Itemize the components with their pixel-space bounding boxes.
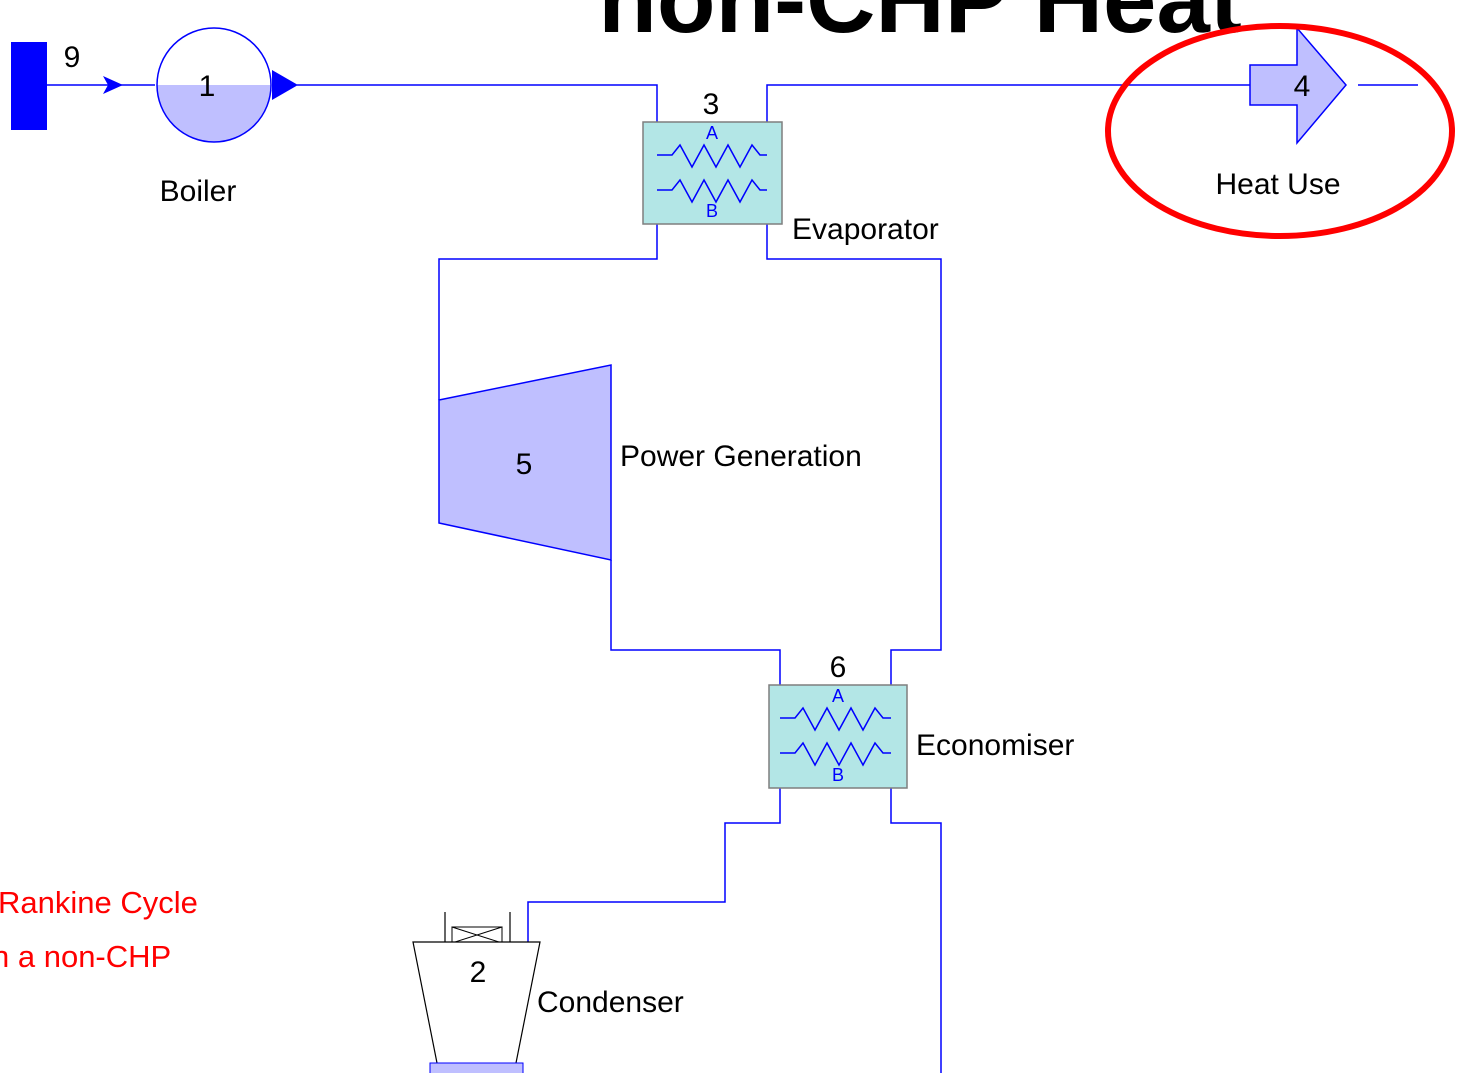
slide-title: non-CHP Heat bbox=[598, 0, 1242, 53]
pipe-economiser-condenser bbox=[527, 753, 781, 942]
boiler-label: Boiler bbox=[160, 175, 237, 208]
source-number: 9 bbox=[64, 41, 81, 74]
heat-use: 4 bbox=[1249, 25, 1347, 146]
boiler-drum bbox=[156, 27, 272, 143]
economiser-number: 6 bbox=[830, 651, 847, 684]
pipe-economiser-outlet bbox=[890, 753, 942, 1073]
valve-left-icon bbox=[451, 926, 479, 944]
economiser-coil-a-icon bbox=[780, 706, 891, 732]
power-generation: 5 bbox=[438, 364, 612, 561]
power-generation-number: 5 bbox=[516, 448, 533, 481]
evaporator-label: Evaporator bbox=[792, 213, 939, 246]
condenser-sump bbox=[429, 1062, 524, 1073]
evaporator-number: 3 bbox=[703, 88, 720, 121]
evaporator-body bbox=[642, 121, 783, 225]
evaporator-side-b: B bbox=[706, 201, 718, 221]
evaporator: A B bbox=[642, 121, 783, 225]
economiser-coil-b-icon bbox=[780, 741, 891, 767]
boiler-number: 1 bbox=[199, 70, 216, 103]
economiser-body bbox=[768, 684, 908, 789]
valve-right-icon bbox=[475, 926, 503, 944]
heat-use-highlight-ellipse bbox=[1105, 23, 1455, 239]
pipe-turbine-economiser bbox=[610, 560, 781, 718]
boiler: 1 bbox=[156, 27, 298, 143]
pipe-evaporator-economiser bbox=[766, 190, 942, 718]
economiser-side-b: B bbox=[832, 765, 844, 785]
turbine-icon bbox=[438, 364, 612, 561]
pipe-network bbox=[47, 84, 1418, 1073]
evaporator-side-a: A bbox=[706, 123, 718, 143]
pipe-evaporator-heatuse bbox=[766, 84, 1250, 155]
boiler-liquid-fill bbox=[157, 85, 271, 142]
heat-use-arrow-icon bbox=[1249, 25, 1347, 146]
heat-use-number: 4 bbox=[1294, 70, 1311, 103]
economiser: A B bbox=[768, 684, 908, 789]
pipe-evaporator-turbine bbox=[438, 190, 658, 400]
boiler-outlet-arrow-icon bbox=[272, 70, 298, 100]
condenser-number: 2 bbox=[470, 956, 487, 989]
power-generation-label: Power Generation bbox=[620, 440, 862, 473]
economiser-label: Economiser bbox=[916, 729, 1074, 762]
flow-arrow-icon bbox=[103, 76, 123, 94]
pipe-boiler-evaporator bbox=[297, 84, 658, 155]
condenser: 2 bbox=[412, 912, 541, 1073]
heat-use-label: Heat Use bbox=[1215, 168, 1340, 201]
evaporator-coil-a-icon bbox=[657, 143, 767, 169]
source-block bbox=[11, 42, 47, 130]
caption-line-2: n a non-CHP bbox=[0, 939, 171, 974]
economiser-side-a: A bbox=[832, 686, 844, 706]
evaporator-coil-b-icon bbox=[657, 178, 767, 204]
caption-line-1: Rankine Cycle bbox=[0, 885, 198, 920]
condenser-label: Condenser bbox=[537, 986, 684, 1019]
